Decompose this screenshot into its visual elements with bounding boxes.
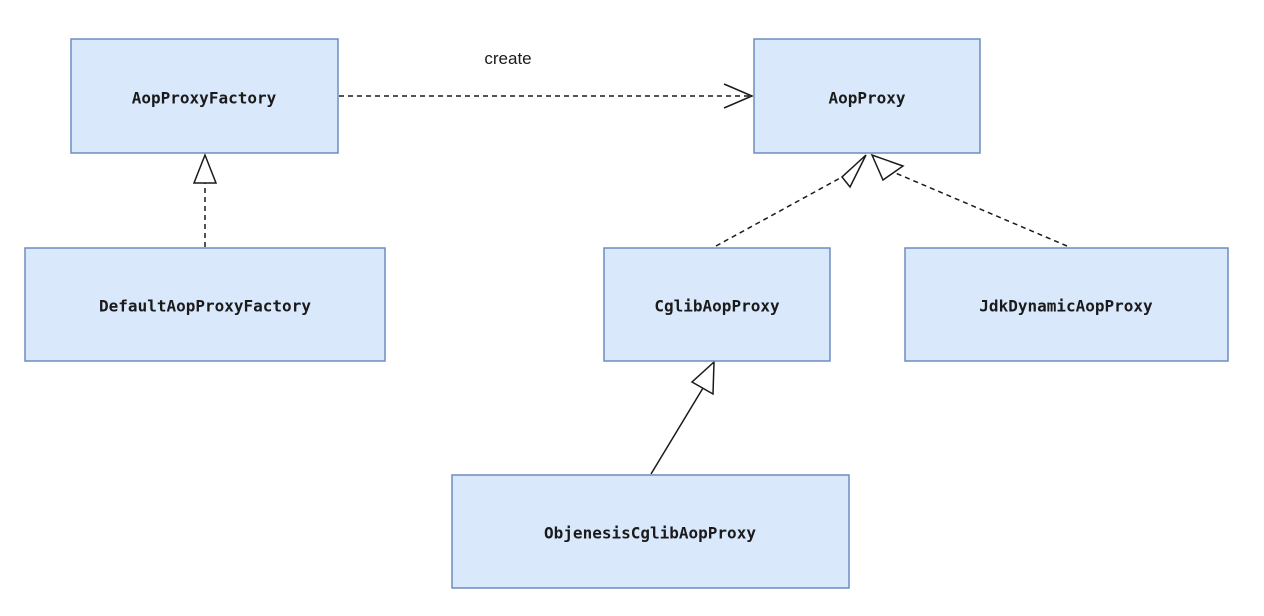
class-box-rect <box>24 247 386 362</box>
class-box-rect <box>451 474 850 589</box>
class-name-label: JdkDynamicAopProxy <box>979 297 1153 316</box>
edge-objenesis-extends <box>650 360 715 475</box>
objenesis-extends-edge-line <box>650 387 704 475</box>
open-arrowhead-icon <box>723 83 754 109</box>
class-name-label: AopProxy <box>828 89 905 108</box>
class-box-aop-proxy-factory[interactable]: AopProxyFactory <box>70 38 339 154</box>
class-box-rect <box>70 38 339 154</box>
create-edge-label: create <box>484 49 531 68</box>
class-box-aop-proxy[interactable]: AopProxy <box>753 38 981 154</box>
class-name-label: DefaultAopProxyFactory <box>99 297 311 316</box>
hollow-triangle-arrowhead-icon <box>870 153 905 182</box>
edge-default-implements <box>192 152 218 247</box>
hollow-triangle-arrowhead-icon <box>192 152 218 184</box>
class-box-objenesis-cglib-aop-proxy[interactable]: ObjenesisCglibAopProxy <box>451 474 850 589</box>
jdk-implements-edge-line <box>892 171 1068 247</box>
class-name-label: ObjenesisCglibAopProxy <box>544 524 756 543</box>
hollow-triangle-arrowhead-icon <box>690 360 715 396</box>
class-name-label: AopProxyFactory <box>132 89 277 108</box>
cglib-implements-edge-line <box>715 176 843 247</box>
edge-jdk-implements <box>870 153 1068 247</box>
edge-create: create <box>339 49 754 109</box>
class-box-rect <box>753 38 981 154</box>
edge-cglib-implements <box>715 154 867 247</box>
class-box-cglib-aop-proxy[interactable]: CglibAopProxy <box>603 247 831 362</box>
class-box-rect <box>603 247 831 362</box>
class-name-label: CglibAopProxy <box>654 297 780 316</box>
class-box-rect <box>904 247 1229 362</box>
class-box-jdk-dynamic-aop-proxy[interactable]: JdkDynamicAopProxy <box>904 247 1229 362</box>
class-box-default-aop-proxy-factory[interactable]: DefaultAopProxyFactory <box>24 247 386 362</box>
hollow-triangle-arrowhead-icon <box>840 154 867 189</box>
